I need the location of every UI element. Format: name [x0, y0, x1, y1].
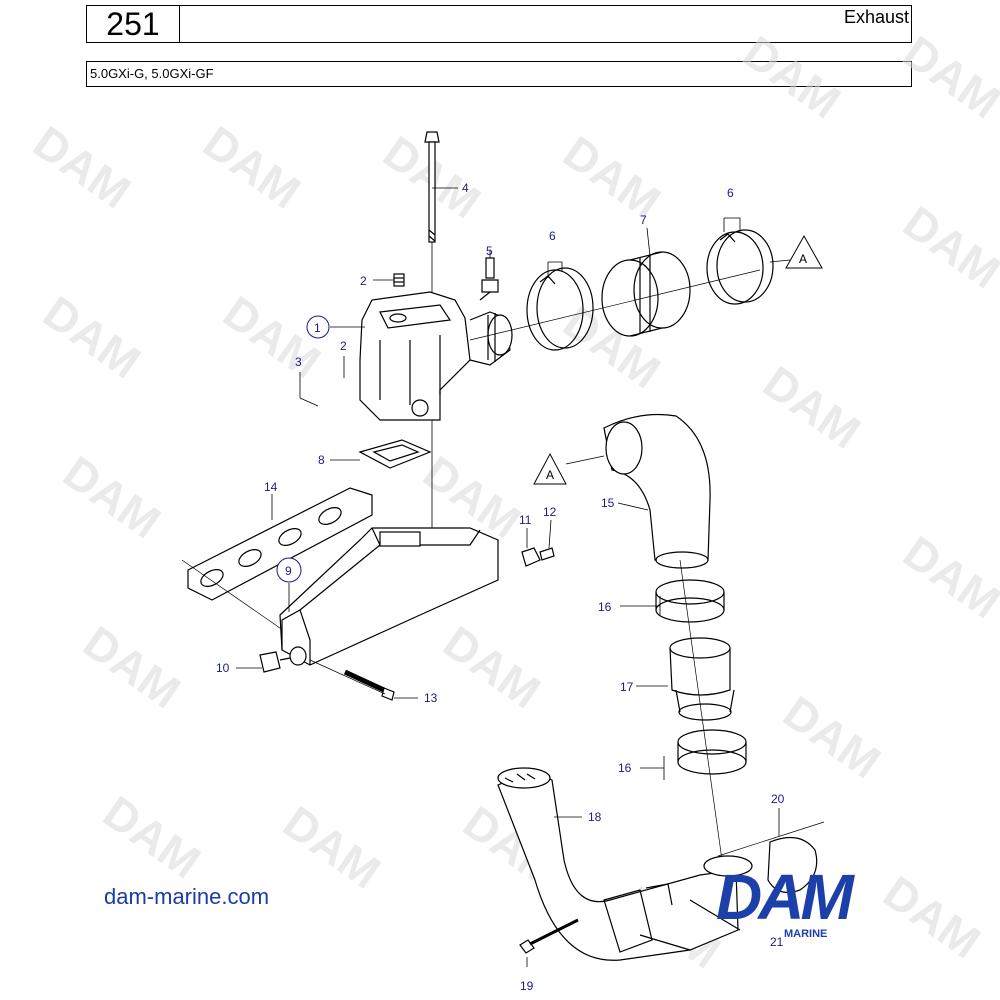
callout-1: 1: [314, 321, 321, 335]
section-title: Exhaust: [843, 7, 909, 27]
callout-16: 16: [618, 761, 632, 775]
exhaust-elbow: [603, 413, 711, 569]
leader-lines: [236, 187, 791, 967]
callout-circle: [306, 315, 330, 339]
reference-marker-a-bottom: A: [533, 452, 567, 485]
brand-logo: DAM MARINE: [716, 862, 898, 946]
reference-marker-a-top: A: [785, 234, 823, 269]
callout-2: 2: [360, 274, 367, 288]
callout-17: 17: [620, 680, 634, 694]
watermark: DAM: [74, 616, 190, 719]
exhaust-manifold: [279, 527, 499, 666]
drain-fitting: [259, 651, 291, 673]
watermark: DAM: [94, 786, 210, 889]
parts-drawing: [181, 131, 825, 961]
website-link[interactable]: dam-marine.com: [104, 884, 270, 909]
callout-9: 9: [285, 564, 292, 578]
hose-clamp-lower: [677, 729, 747, 775]
watermark: DAM: [274, 796, 390, 899]
callout-18: 18: [588, 810, 602, 824]
ref-label: A: [546, 468, 554, 482]
watermark-layer: DAM DAM DAM DAM DAM DAM DAM DAM DAM DAM …: [24, 26, 1000, 979]
watermark: DAM: [734, 26, 850, 129]
callout-6: 6: [727, 186, 734, 200]
callout-6: 6: [549, 229, 556, 243]
drain-plug: [521, 547, 555, 567]
callout-20: 20: [771, 792, 785, 806]
pipe-gasket: [767, 836, 818, 893]
manifold-gasket: [187, 487, 373, 601]
callout-3: 3: [295, 355, 302, 369]
hose-clamp-upper: [655, 579, 725, 623]
page-number: 251: [87, 6, 180, 42]
callout-11: 11: [519, 513, 532, 527]
manifold-bolt: [343, 669, 395, 701]
watermark: DAM: [554, 126, 670, 229]
callout-2: 2: [340, 339, 347, 353]
watermark: DAM: [434, 616, 550, 719]
flexible-coupling: [669, 637, 735, 721]
brand-logo-subtext: MARINE: [784, 928, 828, 940]
brand-logo-text: DAM: [716, 861, 854, 933]
callout-19: 19: [520, 979, 534, 993]
callout-4: 4: [462, 181, 469, 195]
callout-5: 5: [486, 244, 493, 258]
callout-7: 7: [640, 213, 647, 227]
pipe-bolt: [519, 918, 579, 954]
temperature-sensor: [479, 257, 499, 301]
riser-gasket: [358, 439, 432, 469]
watermark: DAM: [894, 26, 1000, 129]
watermark: DAM: [24, 116, 140, 219]
y-exhaust-pipe: [497, 767, 753, 961]
callout-13: 13: [424, 691, 438, 705]
callout-10: 10: [216, 661, 230, 675]
callout-21: 21: [770, 935, 784, 949]
watermark: DAM: [774, 686, 890, 789]
callout-14: 14: [264, 480, 278, 494]
callout-labels: 1 2 2 3 4 5 6 6 7 8 9 10 11 12 13 14 15 …: [216, 181, 785, 993]
hose-clamp-right: [706, 229, 774, 305]
watermark: DAM: [894, 196, 1000, 299]
callout-8: 8: [318, 453, 325, 467]
callout-16: 16: [598, 600, 612, 614]
watermark: DAM: [54, 446, 170, 549]
callout-12: 12: [543, 505, 557, 519]
exhaust-riser: [359, 291, 513, 421]
model-list: 5.0GXi-G, 5.0GXi-GF: [86, 61, 912, 87]
watermark: DAM: [894, 526, 1000, 629]
plug: [393, 273, 405, 287]
watermark: DAM: [34, 286, 150, 389]
watermark: DAM: [754, 356, 870, 459]
callout-15: 15: [601, 496, 615, 510]
header-row: 251 Exhaust: [86, 5, 912, 43]
exhaust-hose: [601, 251, 691, 337]
callout-circle: [276, 557, 302, 583]
hose-clamp-left: [526, 267, 594, 351]
watermark: DAM: [194, 116, 310, 219]
ref-label: A: [799, 252, 807, 266]
